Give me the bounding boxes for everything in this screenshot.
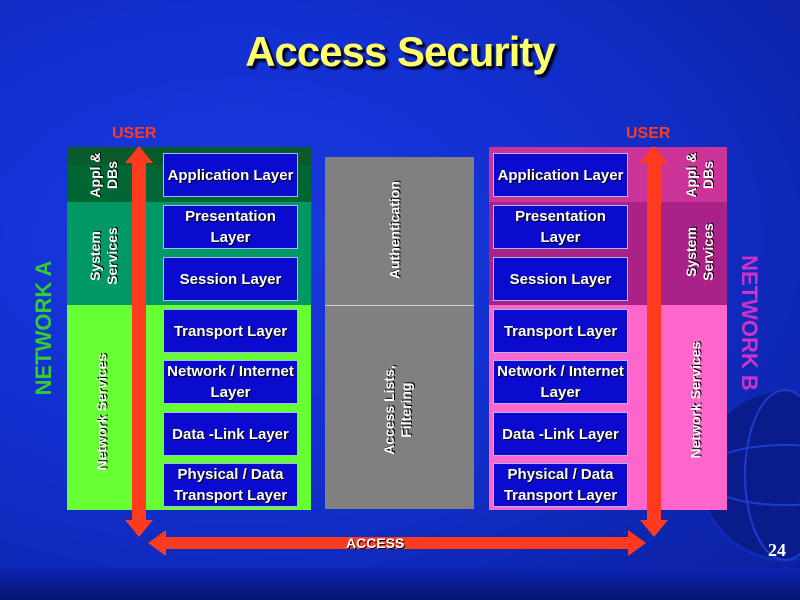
network-a-presentation-layer: Presentation Layer	[163, 205, 298, 249]
network-b-session-layer: Session Layer	[493, 257, 628, 301]
right-user-arrow	[640, 146, 668, 537]
network-a-transport-layer: Transport Layer	[163, 309, 298, 353]
network-b-datalink-layer: Data -Link Layer	[493, 412, 628, 456]
network-b-transport-layer: Transport Layer	[493, 309, 628, 353]
middle-column	[325, 157, 474, 509]
network-b-network-layer: Network / Internet Layer	[493, 360, 628, 404]
left-user-arrow	[125, 146, 153, 537]
access-arrow	[148, 530, 646, 556]
access-label: ACCESS	[346, 535, 405, 551]
network-a-session-layer: Session Layer	[163, 257, 298, 301]
network-b-physical-layer: Physical / Data Transport Layer	[493, 463, 628, 507]
middle-divider	[325, 305, 474, 306]
page-title: Access Security	[245, 28, 556, 75]
network-a-network-layer: Network / Internet Layer	[163, 360, 298, 404]
network-a-datalink-layer: Data -Link Layer	[163, 412, 298, 456]
network-a-application-layer: Application Layer	[163, 153, 298, 197]
network-a-physical-layer: Physical / Data Transport Layer	[163, 463, 298, 507]
network-b-user-label: USER	[626, 125, 671, 142]
network-a-user-label: USER	[112, 125, 157, 142]
page-number: 24	[768, 540, 786, 560]
network-b-application-layer: Application Layer	[493, 153, 628, 197]
floor-band	[0, 568, 800, 600]
network-b-presentation-layer: Presentation Layer	[493, 205, 628, 249]
